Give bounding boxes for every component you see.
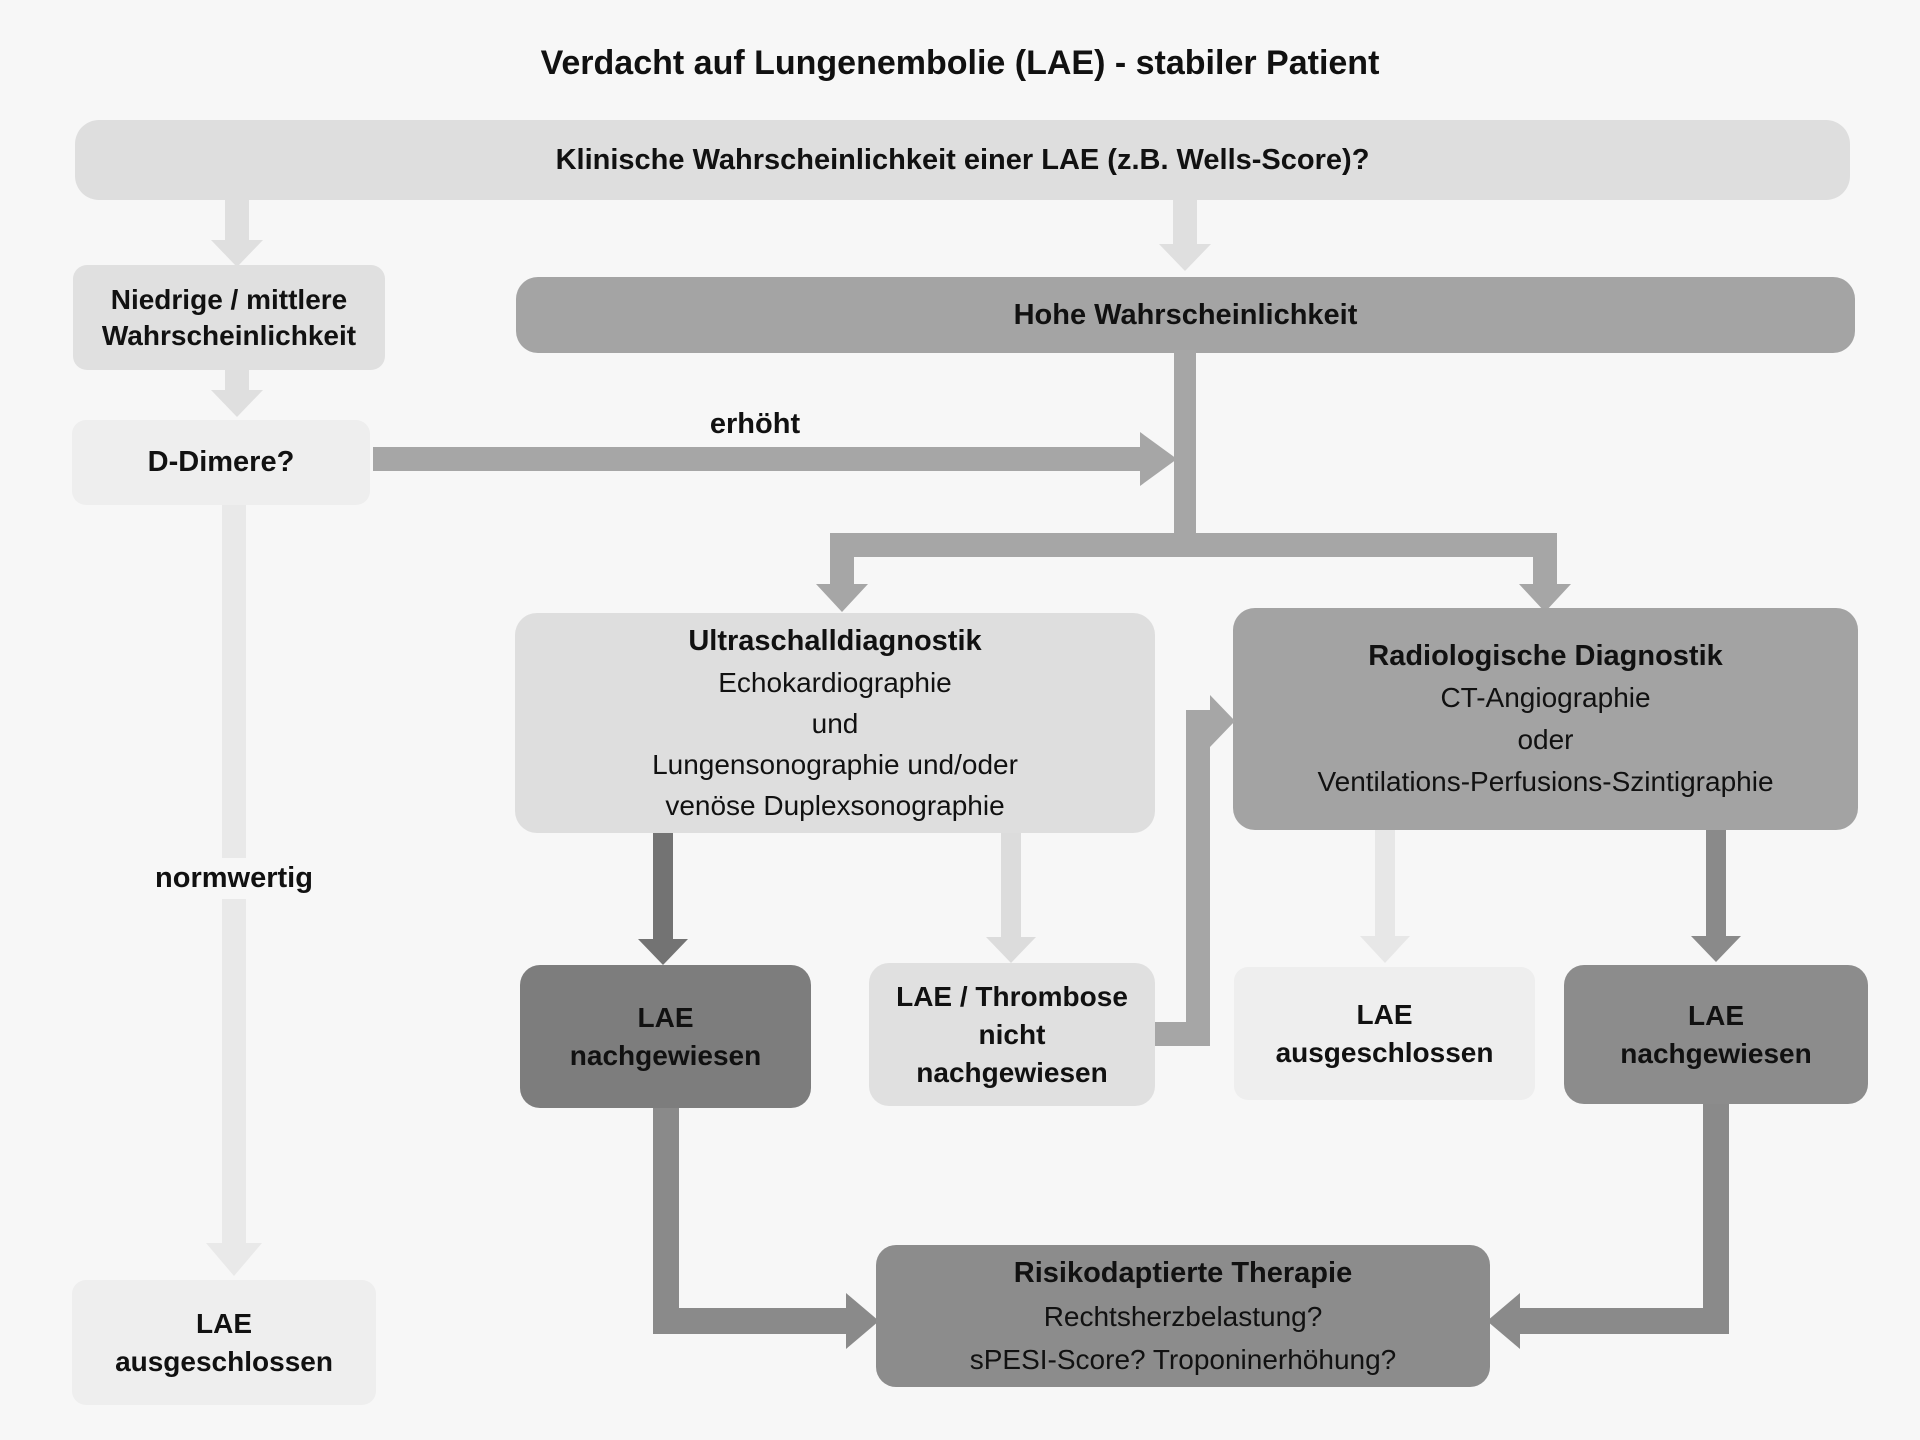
arrowhead-down-icon <box>638 939 688 965</box>
node-klinische-wahrscheinlichkeit: Klinische Wahrscheinlichkeit einer LAE (… <box>75 120 1850 200</box>
connector-horizontal <box>653 1308 846 1334</box>
node-line: Ventilations-Perfusions-Szintigraphie <box>1317 766 1774 797</box>
node-line: venöse Duplexsonographie <box>665 789 1005 821</box>
connector-horizontal <box>1520 1308 1729 1334</box>
node-d-dimere: D-Dimere? <box>72 420 370 505</box>
node-line: Echokardiographie <box>718 666 952 698</box>
node-line: ausgeschlossen <box>115 1345 333 1377</box>
node-lae-ausgeschlossen-mitte: LAE ausgeschlossen <box>1234 967 1535 1100</box>
node-line: nachgewiesen <box>1620 1037 1812 1069</box>
arrowhead-down-icon <box>986 937 1036 963</box>
node-line: nachgewiesen <box>916 1056 1108 1088</box>
connector-elbow-right <box>1533 533 1557 586</box>
node-klinische-label: Klinische Wahrscheinlichkeit einer LAE (… <box>555 143 1370 176</box>
arrowhead-right-icon <box>1140 432 1177 486</box>
node-title: Risikodaptierte Therapie <box>1013 1256 1353 1289</box>
arrowhead-down-icon <box>816 584 868 612</box>
arrowhead-down-icon <box>1159 244 1211 271</box>
connector-vertical <box>1703 1104 1729 1334</box>
node-line: sPESI-Score? Troponinerhöhung? <box>969 1343 1397 1375</box>
connector-hohe-down <box>1174 350 1196 557</box>
arrowhead-left-icon <box>1487 1293 1520 1349</box>
node-line: nicht <box>978 1018 1046 1050</box>
node-line: Niedrige / mittlere <box>110 283 348 315</box>
node-label: Hohe Wahrscheinlichkeit <box>1013 298 1358 331</box>
arrow-shaft <box>1375 830 1395 938</box>
node-radiologische-diagnostik: Radiologische Diagnostik CT-Angiographie… <box>1233 608 1858 830</box>
node-line: ausgeschlossen <box>1275 1036 1494 1068</box>
arrowhead-down-icon <box>1691 936 1741 962</box>
node-lae-ausgeschlossen-unten: LAE ausgeschlossen <box>72 1280 376 1405</box>
node-line: LAE / Thrombose <box>896 980 1128 1012</box>
arrowhead-down-icon <box>211 390 263 417</box>
arrow-shaft <box>1173 200 1197 246</box>
arrow-shaft <box>1001 833 1021 939</box>
arrowhead-down-icon <box>206 1243 262 1276</box>
arrowhead-right-icon <box>1210 695 1235 747</box>
node-hohe-wahrscheinlichkeit: Hohe Wahrscheinlichkeit <box>516 277 1855 353</box>
arrow-shaft <box>225 200 249 242</box>
node-line: LAE <box>1356 998 1413 1030</box>
node-line: oder <box>1517 724 1574 755</box>
arrow-shaft <box>225 370 249 392</box>
node-line: Wahrscheinlichkeit <box>101 319 357 351</box>
arrowhead-down-icon <box>1519 584 1571 612</box>
arrowhead-down-icon <box>211 240 263 267</box>
arrowhead-down-icon <box>1360 936 1410 963</box>
node-niedrige-mittlere-wahrscheinlichkeit: Niedrige / mittlere Wahrscheinlichkeit <box>73 265 385 370</box>
connector-vertical <box>653 1108 679 1334</box>
arrow-shaft <box>373 447 1140 471</box>
node-ultraschalldiagnostik: Ultraschalldiagnostik Echokardiographie … <box>515 613 1155 833</box>
node-line: Rechtsherzbelastung? <box>1043 1300 1323 1332</box>
node-line: LAE <box>637 1001 694 1033</box>
arrow-shaft <box>1706 830 1726 938</box>
node-line: nachgewiesen <box>569 1039 762 1071</box>
node-lae-nachgewiesen-links: LAE nachgewiesen <box>520 965 811 1108</box>
connector-bar <box>830 533 1557 557</box>
node-title: Ultraschalldiagnostik <box>688 624 982 657</box>
node-line: LAE <box>1688 999 1744 1031</box>
node-thrombose-nicht-nachgewiesen: LAE / Thrombose nicht nachgewiesen <box>869 963 1155 1106</box>
connector-vertical <box>1186 710 1210 1046</box>
node-lae-nachgewiesen-rechts: LAE nachgewiesen <box>1564 965 1868 1104</box>
arrowhead-right-icon <box>846 1293 879 1349</box>
node-risikoadaptierte-therapie: Risikodaptierte Therapie Rechtsherzbelas… <box>876 1245 1490 1387</box>
node-line: CT-Angiographie <box>1440 682 1651 713</box>
arrow-shaft <box>653 833 673 941</box>
connector-elbow-left <box>830 533 854 586</box>
edge-label-normwertig: normwertig <box>118 858 350 899</box>
node-line: und <box>811 707 859 739</box>
node-line: LAE <box>196 1307 252 1339</box>
page-title: Verdacht auf Lungenembolie (LAE) - stabi… <box>540 44 1380 82</box>
node-label: D-Dimere? <box>147 446 295 478</box>
node-line: Lungensonographie und/oder <box>652 748 1018 780</box>
edge-label-erhoeht: erhöht <box>709 408 801 440</box>
node-title: Radiologische Diagnostik <box>1368 640 1723 672</box>
